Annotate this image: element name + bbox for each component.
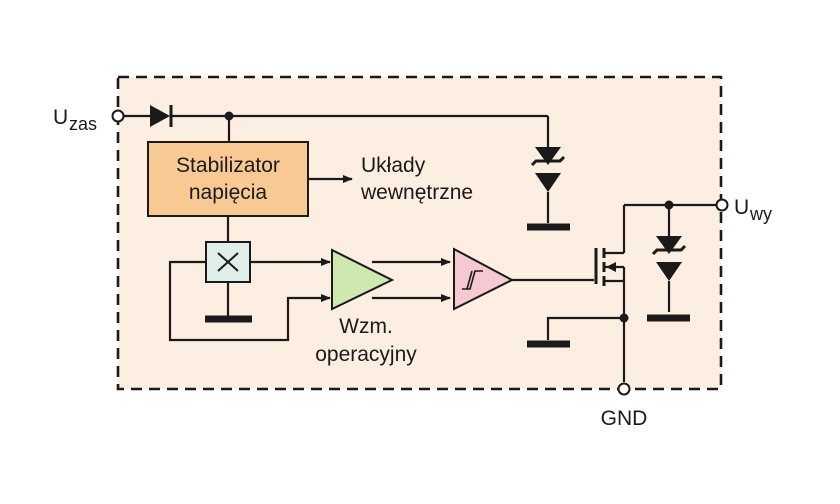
opamp-label-line2: operacyjny <box>315 343 417 366</box>
supply-label: U <box>53 106 68 129</box>
zener-diode-icon <box>530 116 566 223</box>
stabilizer-label-line1: Stabilizator <box>176 154 280 177</box>
ground-terminal <box>617 382 631 396</box>
opamp-label-line1: Wzm. <box>339 315 393 338</box>
multiplier-x-icon <box>205 241 251 283</box>
internal-circuits-label-line1: Układy <box>361 154 426 177</box>
triangle-amplifier-icon <box>331 248 395 311</box>
voltage-stabilizer-block <box>147 141 309 217</box>
supply-rail <box>124 111 548 142</box>
supply-terminal <box>111 109 125 123</box>
ground-label: GND <box>601 407 648 430</box>
stabilizer-label-line2: napięcia <box>189 181 268 204</box>
output-label-subscript: wy <box>749 204 772 224</box>
output-terminal <box>715 198 729 212</box>
diode-icon <box>150 105 173 127</box>
internal-circuits-label-line2: wewnętrzne <box>360 181 473 204</box>
chip-enclosure <box>116 75 723 391</box>
schmitt-trigger-icon <box>453 247 515 311</box>
output-label: U <box>734 196 749 219</box>
zener-diode-icon <box>651 205 687 312</box>
supply-label-subscript: zas <box>69 114 97 134</box>
mosfet-icon <box>594 205 626 286</box>
